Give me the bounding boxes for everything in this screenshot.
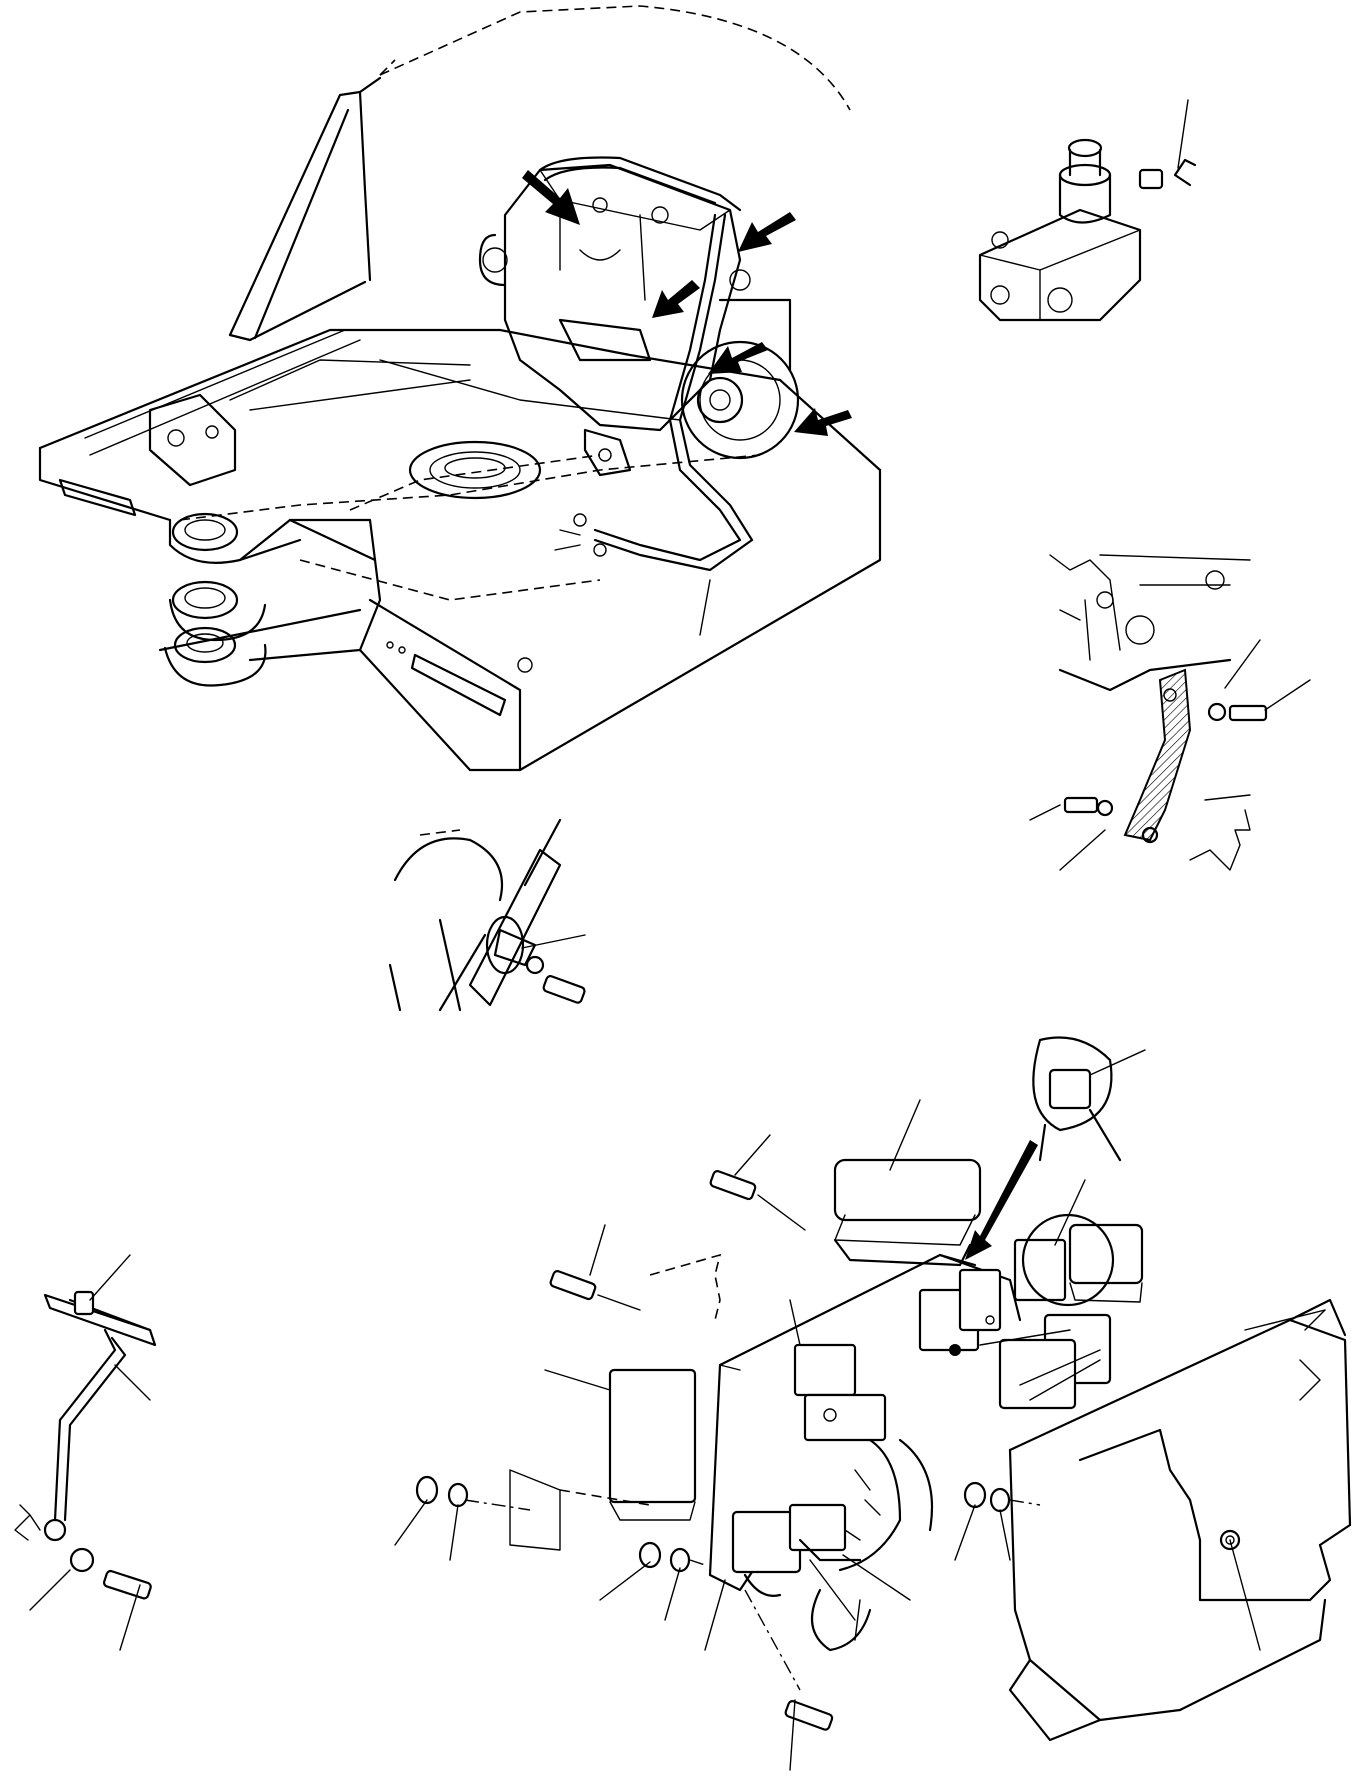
hose-clamp-detail [388, 818, 586, 1012]
harness-bracket-left [14, 1254, 157, 1651]
brake-valve-with-switch [978, 99, 1197, 322]
engine-assembly [478, 156, 852, 636]
upper-frame-assembly [38, 5, 882, 772]
ground-strap-assembly [1029, 554, 1311, 871]
fuse-relay-box-assembly [394, 1036, 1352, 1771]
